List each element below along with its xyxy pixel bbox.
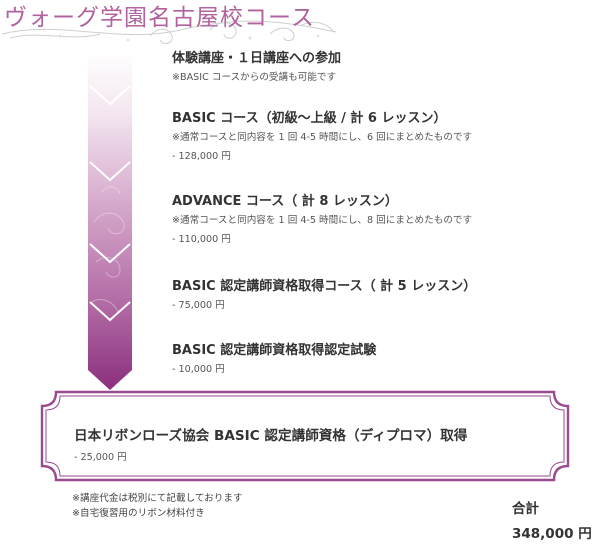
footnote-materials: ※自宅復習用のリボン材料付き — [72, 508, 205, 519]
total-label: 合計 — [512, 501, 539, 517]
step-price: - 110,000 円 — [172, 234, 231, 245]
step-note: ※通常コースと同内容を 1 回 4-5 時間にし、8 回にまとめたものです — [172, 215, 473, 226]
step-title: 体験講座・１日講座への参加 — [172, 51, 342, 66]
step-title: BASIC コース（初級〜上級 / 計 6 レッスン） — [172, 111, 447, 126]
diploma-price: - 25,000 円 — [74, 452, 127, 463]
header-flourish-ornament — [1, 20, 337, 44]
step-price: - 128,000 円 — [172, 151, 231, 162]
diploma-frame — [40, 390, 570, 482]
step-instructor-course: BASIC 認定講師資格取得コース（ 計 5 レッスン） - 75,000 円 — [172, 278, 592, 312]
step-title: BASIC 認定講師資格取得コース（ 計 5 レッスン） — [172, 279, 477, 294]
page-title: ヴォーグ学園名古屋校コース — [4, 5, 315, 31]
total-value: 348,000 円 — [512, 526, 592, 542]
step-price: - 75,000 円 — [172, 300, 225, 311]
step-trial: 体験講座・１日講座への参加 ※BASIC コースからの受講も可能です — [172, 50, 592, 84]
flow-arrow — [88, 52, 132, 390]
step-note: ※通常コースと同内容を 1 回 4-5 時間にし、6 回にまとめたものです — [172, 132, 473, 143]
step-title: BASIC 認定講師資格取得認定試験 — [172, 343, 377, 358]
step-price: - 10,000 円 — [172, 364, 225, 375]
diploma-title: 日本リボンローズ協会 BASIC 認定講師資格（ディプロマ）取得 — [74, 428, 468, 444]
step-basic: BASIC コース（初級〜上級 / 計 6 レッスン） ※通常コースと同内容を … — [172, 110, 592, 163]
step-title: ADVANCE コース（ 計 8 レッスン） — [172, 194, 398, 209]
step-advance: ADVANCE コース（ 計 8 レッスン） ※通常コースと同内容を 1 回 4… — [172, 193, 592, 246]
step-certification-exam: BASIC 認定講師資格取得認定試験 - 10,000 円 — [172, 342, 592, 376]
step-note: ※BASIC コースからの受講も可能です — [172, 72, 337, 83]
footnote-tax: ※講座代金は税別にて記載しております — [72, 493, 243, 504]
footnotes: ※講座代金は税別にて記載しております ※自宅復習用のリボン材料付き — [72, 491, 243, 521]
